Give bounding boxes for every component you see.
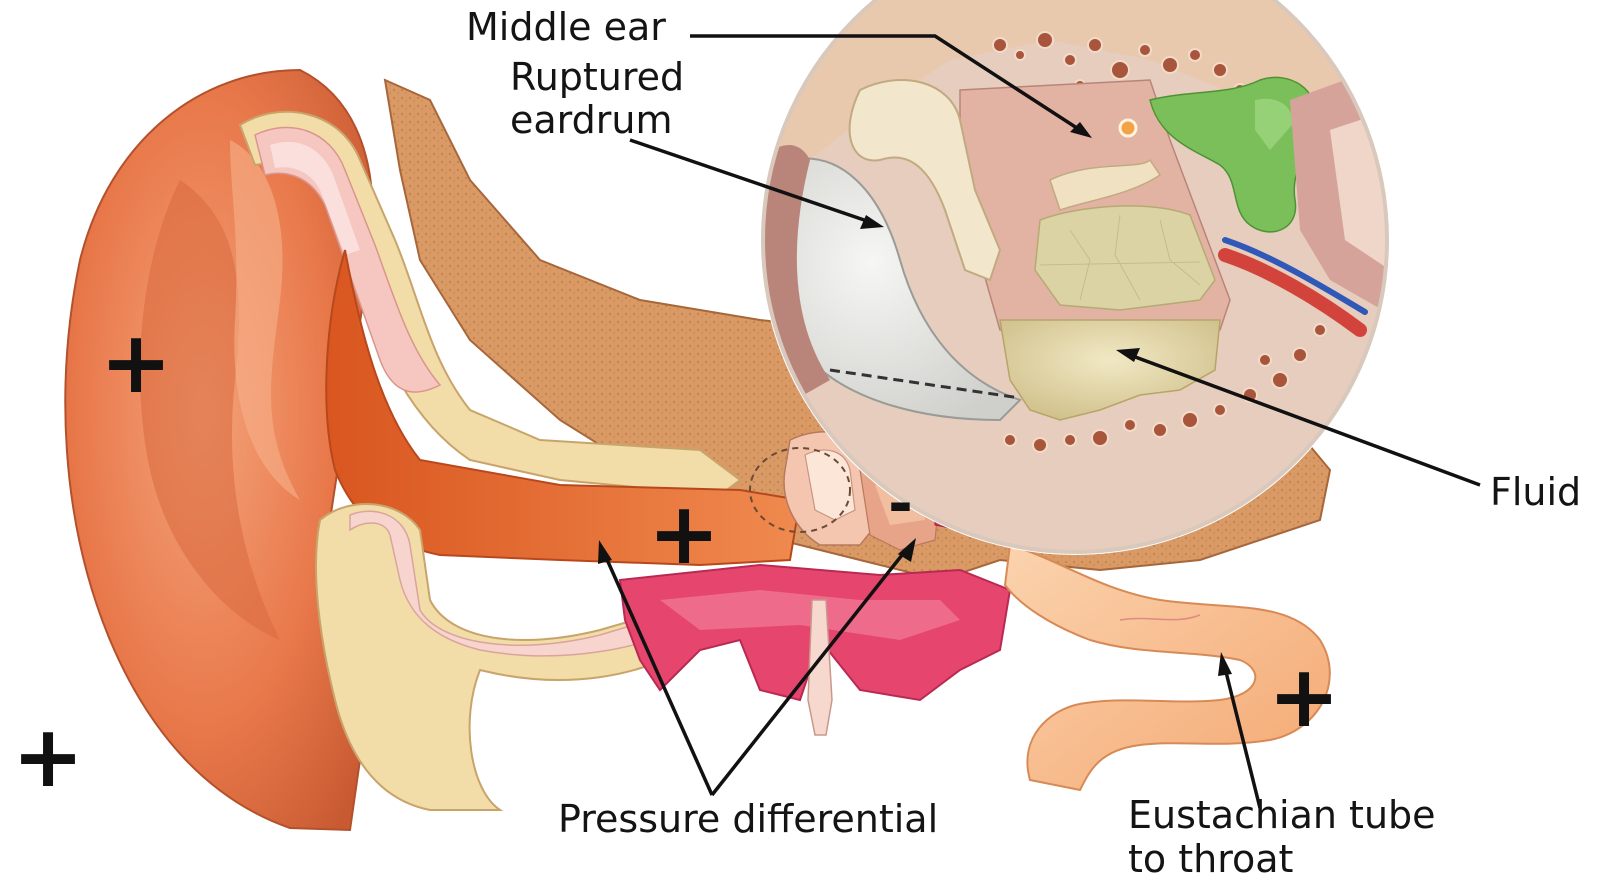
label-ruptured-line1: Ruptured bbox=[510, 55, 684, 99]
minus-sign-middle-ear: - bbox=[888, 469, 913, 539]
inset-fluid-upper bbox=[1035, 206, 1215, 310]
plus-sign-outside: + bbox=[12, 707, 84, 807]
label-fluid: Fluid bbox=[1490, 470, 1581, 514]
label-pressure-differential: Pressure differential bbox=[558, 797, 938, 841]
label-eustachian-line1: Eustachian tube bbox=[1128, 793, 1436, 837]
plus-sign-ear-canal: + bbox=[648, 484, 720, 584]
label-eustachian-line2: to throat bbox=[1128, 837, 1293, 881]
plus-sign-eustachian-tube: + bbox=[1268, 647, 1340, 747]
label-middle-ear: Middle ear bbox=[466, 5, 666, 49]
plus-sign-outer-ear: + bbox=[100, 313, 172, 413]
label-ruptured-line2: eardrum bbox=[510, 98, 672, 142]
